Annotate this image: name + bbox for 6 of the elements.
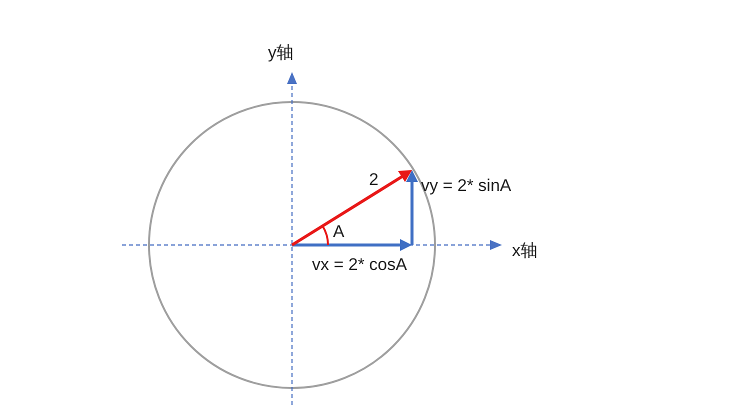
angle-label: A (333, 223, 344, 242)
vector-label: 2 (369, 171, 378, 190)
formula-text: vx = 2* cosA (312, 256, 407, 275)
formula-text: vy = 2* sinA (421, 177, 512, 196)
axis-label: y轴 (268, 44, 294, 63)
axis-label: x轴 (512, 242, 538, 261)
